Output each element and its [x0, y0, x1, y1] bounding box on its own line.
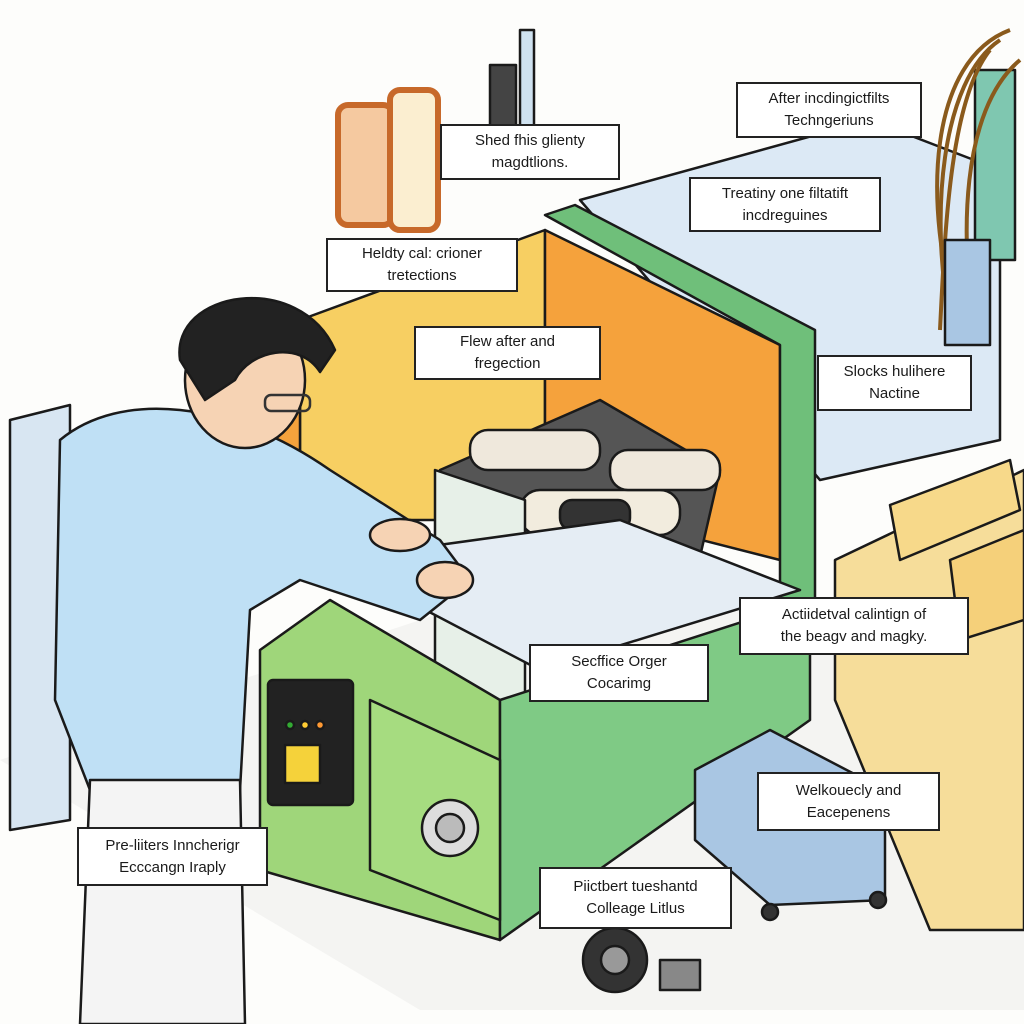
green-bracket [973, 68, 1017, 262]
copper-coil [335, 102, 396, 228]
callout-7: Actiidetval calintign of the beagv and ma… [739, 597, 969, 655]
callout-text: Actiidetval calintign of [781, 606, 927, 623]
callout-5: Flew after and fregection [414, 326, 601, 380]
box-stack [888, 458, 1022, 562]
callout-text: fregection [474, 355, 541, 372]
indicator-light [284, 719, 296, 731]
callout-text: Treatiny one filtatift [721, 184, 849, 202]
callout-text: Techngeriuns [784, 112, 874, 129]
control-display [283, 743, 322, 785]
callout-text: the beagv and magky. [780, 628, 928, 645]
control-panel [266, 678, 355, 807]
callout-text: Shed fhis glienty [474, 132, 586, 149]
callout-text: Colleage Litlus [586, 900, 685, 917]
bolt-icon [658, 958, 702, 992]
left-cabinet [8, 403, 72, 832]
callout-text: tretections [387, 267, 457, 284]
callout-text: Cocarimg [586, 675, 652, 692]
callout-text: Ecccangn Iraply [119, 858, 226, 876]
dial-center [434, 812, 466, 844]
callout-text: Welkouecly and [795, 781, 902, 799]
callout-text: Heldty cal: crioner [361, 245, 483, 262]
callout-4: Heldty cal: crioner tretections [326, 238, 518, 292]
callout-text: magdtlions. [491, 154, 569, 171]
callout-text: Nactine [869, 385, 920, 402]
callout-3: Treatiny one filtatift incdreguines [689, 177, 881, 232]
callout-text: Secffice Orger [571, 653, 667, 670]
callout-text: Eacepenens [806, 803, 891, 821]
callout-text: Slocks hulihere [843, 363, 946, 380]
callout-text: incdreguines [742, 206, 828, 224]
indicator-light [314, 719, 326, 731]
callout-text: Pre-liiters Inncherigr [105, 836, 240, 854]
copper-coil [387, 87, 441, 233]
callout-text: Flew after and [459, 333, 556, 350]
electrical-box [943, 238, 992, 347]
callout-text: After incdingictfilts [768, 90, 890, 107]
indicator-light [299, 719, 311, 731]
callout-1: Shed fhis glienty magdtlions. [440, 124, 620, 180]
callout-text: Piictbert tueshantd [573, 878, 698, 895]
